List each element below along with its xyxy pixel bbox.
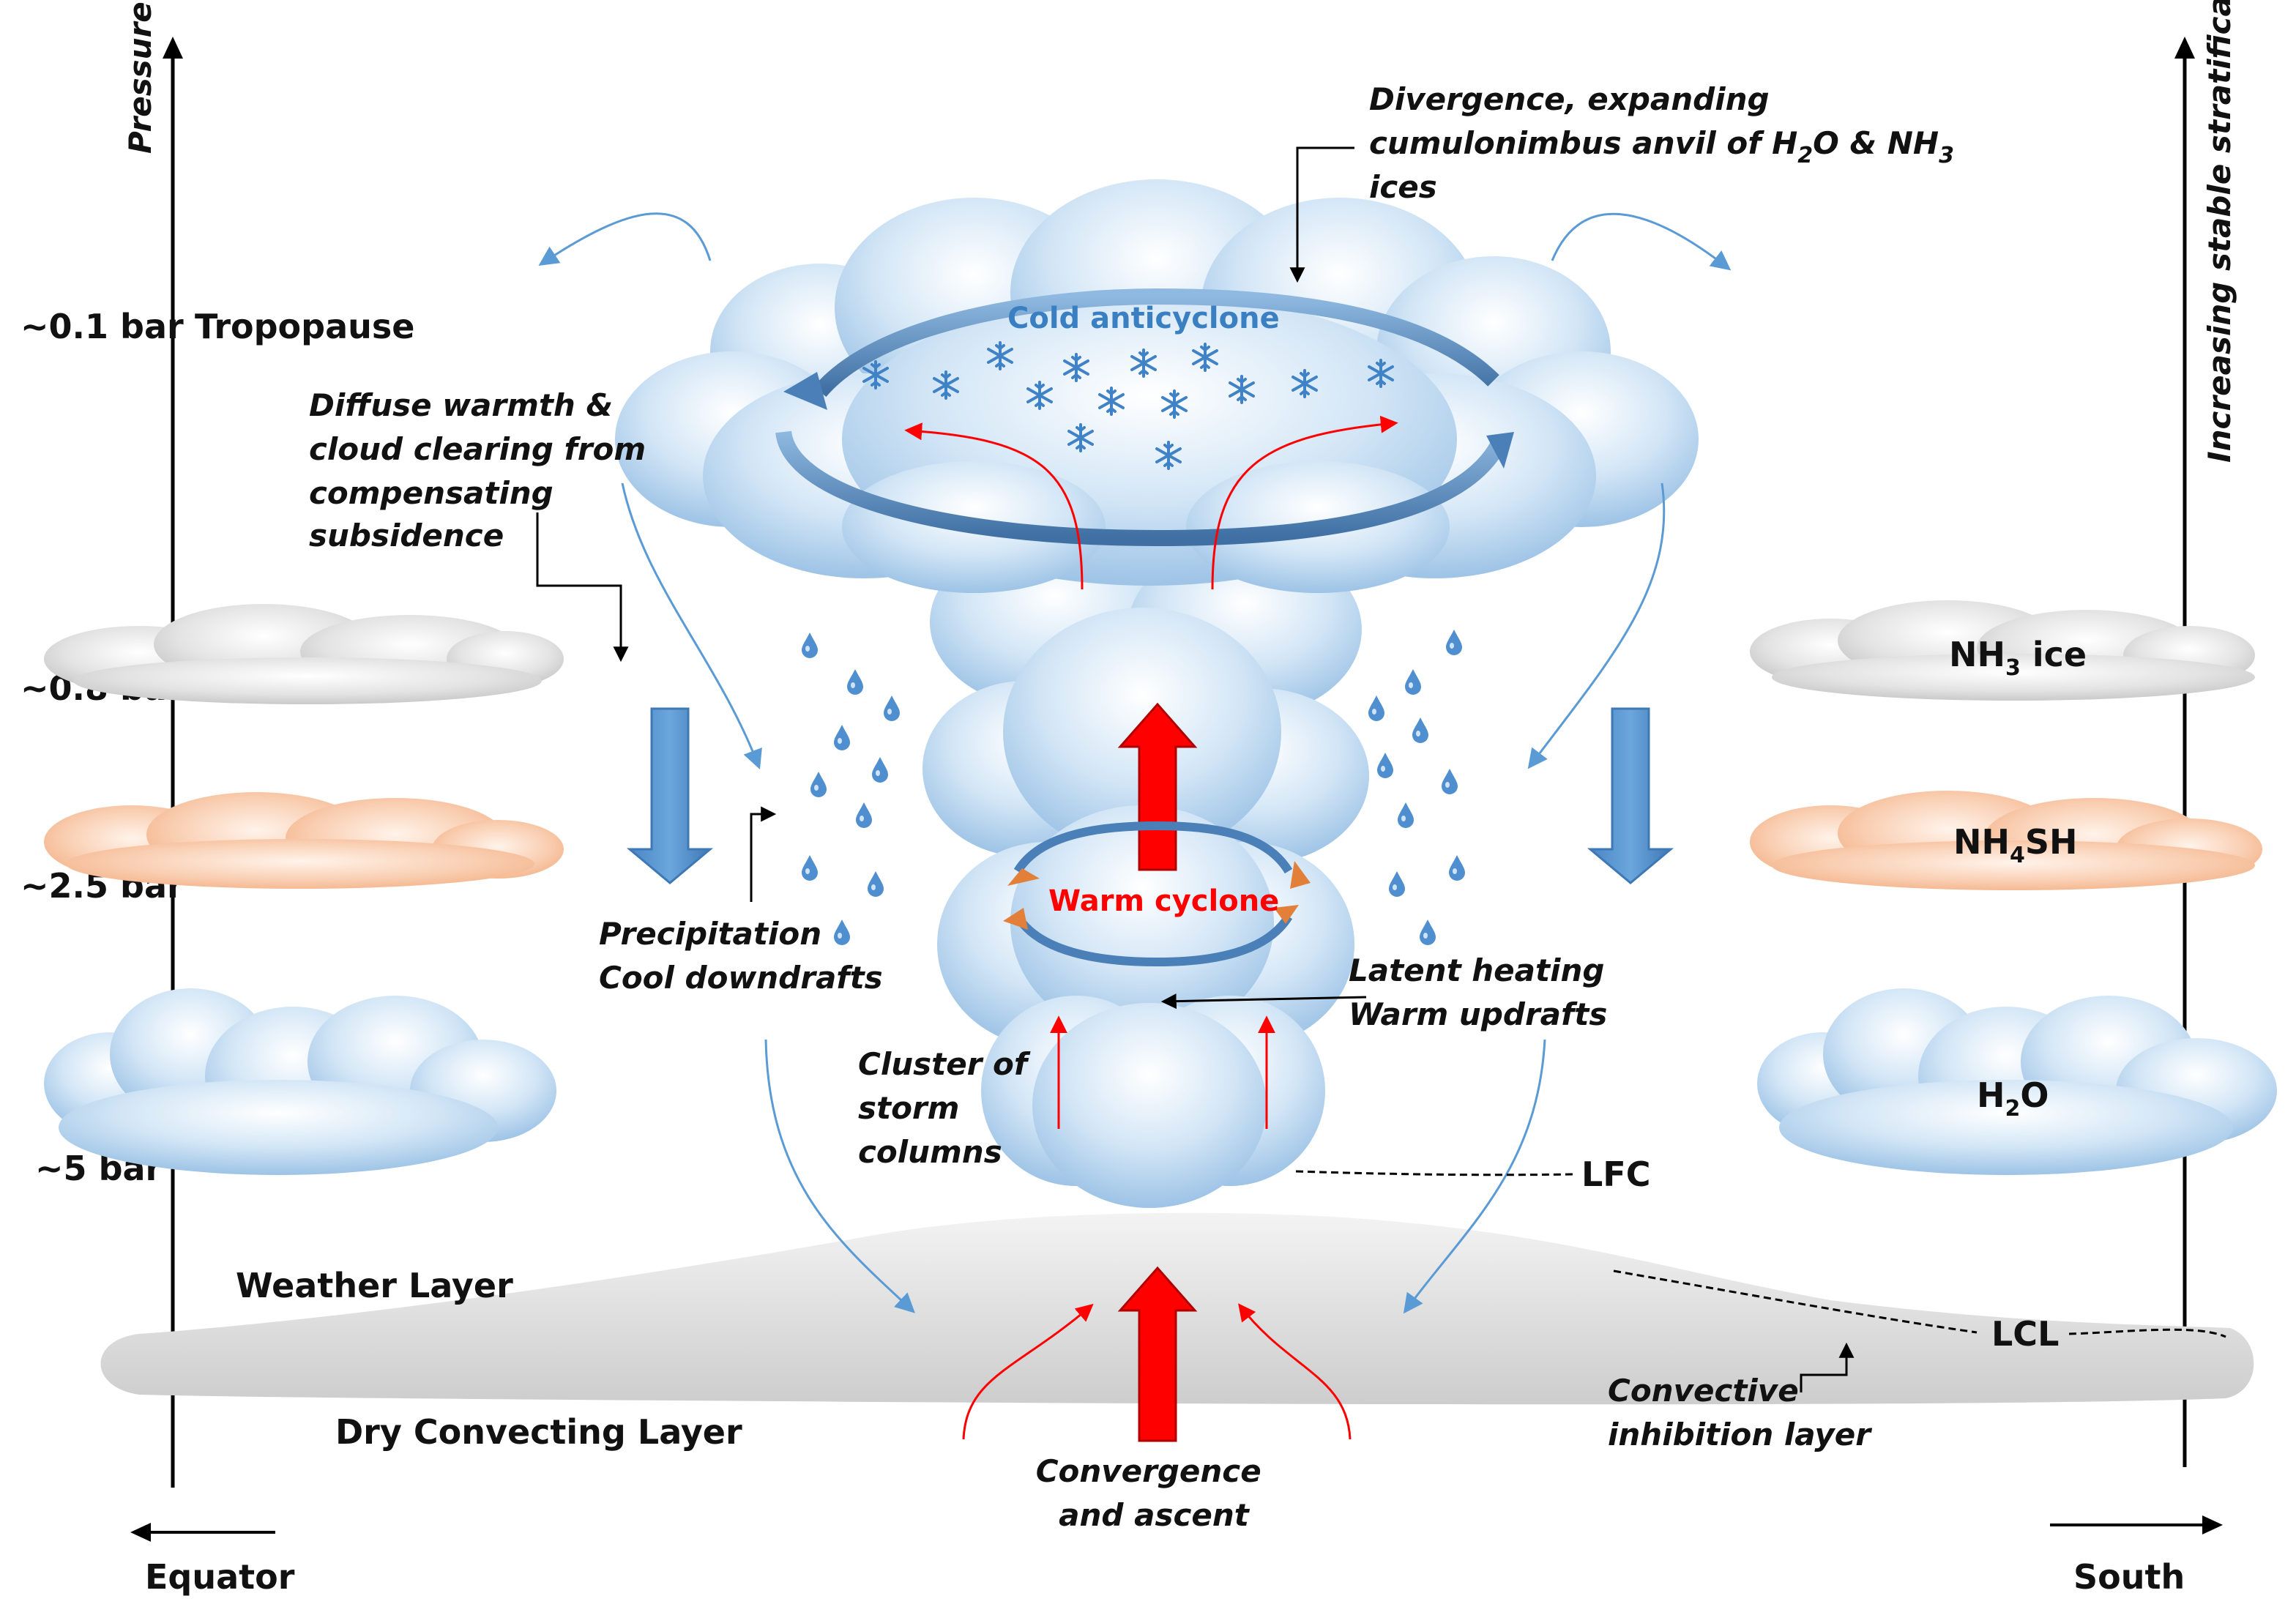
right-nh4sh-cloud-deck — [1750, 791, 2262, 890]
anvil-outflow-red-arrows — [904, 415, 1398, 590]
lfc-label: LFC — [1581, 1155, 1651, 1194]
left-nh4sh-cloud-deck — [44, 792, 564, 889]
dry-convecting-layer-label: Dry Convecting Layer — [335, 1412, 742, 1452]
subsidence-curved-arrows — [621, 482, 1666, 1314]
left-downdraft-blue-arrow — [626, 707, 714, 884]
latent-heating-pointer — [1160, 993, 1367, 1010]
right-precipitation-drops — [1368, 630, 1465, 945]
south-label: South — [2073, 1557, 2185, 1597]
lcl-label: LCL — [1991, 1314, 2059, 1354]
weather-layer-label: Weather Layer — [236, 1266, 513, 1305]
left-nh3-cloud-deck — [44, 604, 564, 704]
cold-anticyclone-ring — [775, 288, 1514, 547]
pressure-level-0-1: ~0.1 bar — [20, 307, 184, 346]
convergence-annotation: Convergence and ascent — [1036, 1453, 1272, 1533]
lcl-dashed-line-right — [2068, 1328, 2226, 1338]
top-outflow-blue-arrows — [538, 212, 1732, 271]
storm-column-cloud — [922, 534, 1369, 1208]
latent-heating-annotation: Latent heating Warm updrafts — [1349, 952, 1615, 1032]
stratification-axis-label: Increasing stable stratification — [2202, 0, 2237, 463]
precipitation-pointer — [750, 806, 777, 902]
right-h2o-cloud-deck — [1757, 988, 2277, 1175]
warm-cyclone-ring — [1013, 821, 1293, 967]
left-h2o-cloud-deck — [44, 988, 556, 1175]
right-nh3-cloud-deck — [1750, 600, 2255, 701]
central-updraft-red-arrow — [1117, 702, 1198, 871]
warm-cyclone-orange-arrows — [1003, 861, 1311, 930]
diffuse-warmth-annotation: Diffuse warmth & cloud clearing from com… — [309, 387, 657, 553]
cluster-annotation: Cluster of storm columns — [858, 1046, 1038, 1170]
convective-inhibition-annotation: Convective inhibition layer — [1608, 1373, 1872, 1452]
h2o-label: H2O — [1977, 1075, 2049, 1122]
nh3-ice-label: NH3 ice — [1949, 635, 2087, 681]
lcl-dashed-line — [1613, 1269, 1978, 1334]
precipitation-annotation: Precipitation Cool downdrafts — [599, 916, 883, 996]
warm-cyclone-label: Warm cyclone — [1048, 884, 1279, 918]
lfc-dashed-line — [1295, 1170, 1573, 1176]
right-downdraft-blue-arrow — [1587, 707, 1674, 884]
equator-label: Equator — [145, 1557, 295, 1597]
storm-column-red-updrafts — [1050, 1015, 1275, 1129]
convergence-red-arrows — [962, 1303, 1352, 1440]
convergence-ascent-big-red-arrow — [1117, 1266, 1198, 1442]
equator-direction-arrow — [130, 1523, 275, 1542]
left-precipitation-drops — [802, 633, 900, 945]
convective-inhibition-pointer — [1800, 1342, 1855, 1392]
divergence-annotation: Divergence, expanding cumulonimbus anvil… — [1369, 81, 1965, 205]
pressure-axis-label: Pressure — [122, 1, 158, 154]
cold-anticyclone-label: Cold anticyclone — [1007, 302, 1280, 335]
nh4sh-label: NH4SH — [1953, 822, 2078, 868]
diffuse-warmth-pointer — [536, 512, 629, 663]
south-direction-arrow — [2050, 1515, 2223, 1534]
tropopause-label: Tropopause — [195, 307, 414, 346]
stratification-axis — [2174, 37, 2195, 1467]
divergence-pointer — [1289, 146, 1354, 283]
pressure-axis — [163, 37, 183, 1488]
